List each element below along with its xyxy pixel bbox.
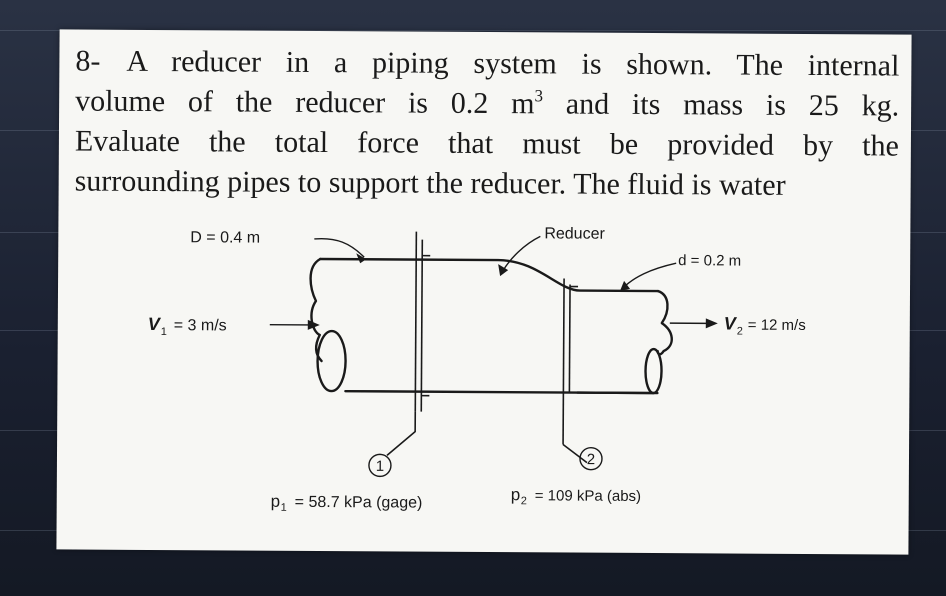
reducer-arrowhead [498, 264, 509, 277]
D-arrow [314, 237, 365, 258]
d-label: d = 0.2 m [678, 252, 741, 269]
p1-symbol: p [271, 492, 281, 511]
section-1-number: 1 [376, 458, 384, 475]
D-label: D = 0.4 m [190, 229, 260, 246]
problem-sheet: 8-A reducer in a piping system is shown.… [56, 29, 912, 555]
reducer-label: Reducer [544, 225, 605, 242]
section-1-line [414, 231, 418, 412]
pipe-top-outline [318, 257, 660, 293]
D-arrowhead [356, 253, 367, 264]
p2-value: = 109 kPa (abs) [535, 487, 641, 505]
v1-subscript: 1 [161, 326, 167, 338]
v2-symbol: V [724, 313, 738, 333]
screen-line [0, 30, 946, 31]
v2-value: = 12 m/s [748, 317, 806, 334]
reducer-arrow [501, 235, 541, 273]
section-2-leader [562, 443, 588, 464]
v2-arrowhead [705, 318, 718, 329]
section-2-line [562, 278, 565, 445]
section-1-leader [386, 411, 417, 457]
inlet-pipe-end [316, 329, 347, 393]
inlet-break-line [309, 257, 323, 363]
section-2-number: 2 [587, 451, 595, 468]
p1-value: = 58.7 kPa (gage) [295, 494, 423, 512]
section-1-line-b [420, 239, 424, 412]
p1-subscript: 1 [281, 502, 287, 514]
reducer-diagram: 1 2 D = 0.4 m Reducer d = 0.2 m V 1 = 3 … [148, 225, 806, 514]
section-2-circle [579, 446, 603, 471]
section-1-circle [368, 453, 392, 478]
p2-symbol: p [511, 485, 521, 504]
v1-value: = 3 m/s [174, 317, 227, 334]
v1-symbol: V [148, 314, 162, 334]
d-arrow [621, 262, 677, 290]
p2-subscript: 2 [521, 495, 527, 507]
v2-subscript: 2 [737, 326, 743, 338]
v1-arrowhead [307, 319, 320, 330]
outlet-pipe-end [644, 347, 663, 395]
d-arrowhead [620, 280, 631, 291]
section-2-line-b [568, 284, 571, 393]
